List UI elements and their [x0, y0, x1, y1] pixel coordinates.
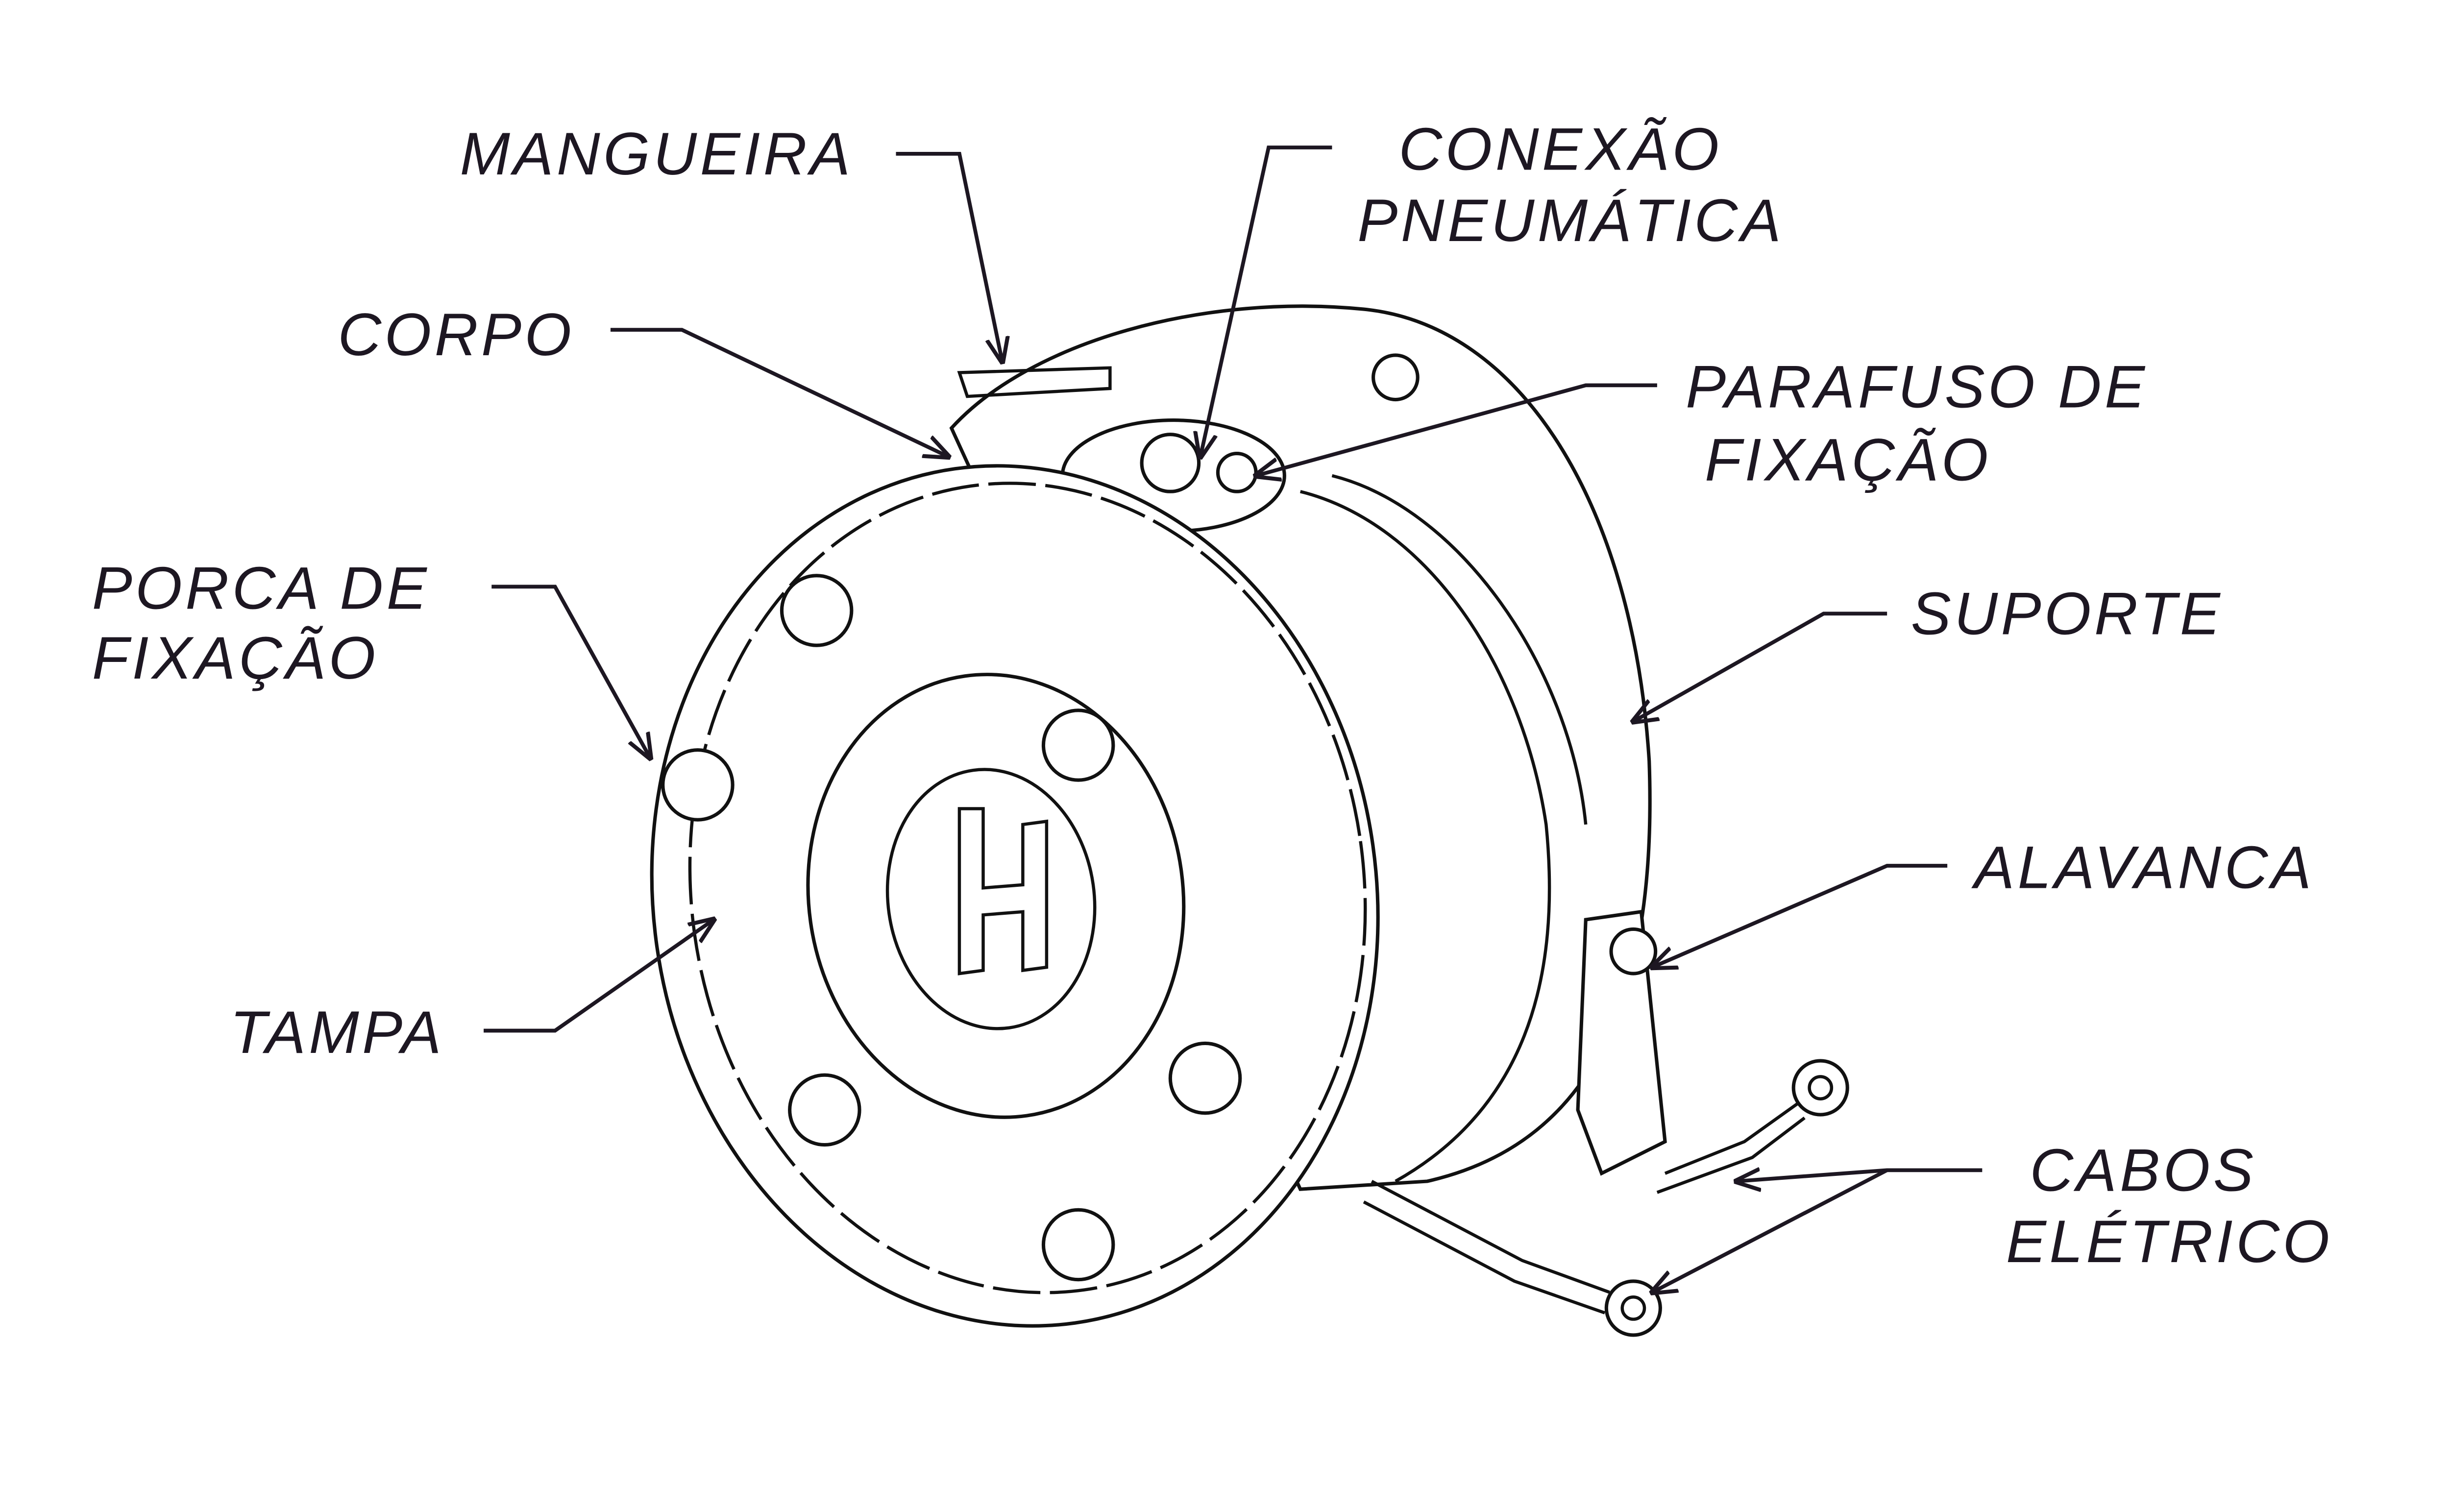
label-mangueira: MANGUEIRA: [460, 121, 854, 188]
label-tampa: TAMPA: [230, 999, 444, 1066]
pneumatic-connection: [1140, 433, 1201, 493]
label-conexao-line2: PNEUMÁTICA: [1357, 187, 1784, 254]
logo-h: [957, 807, 1049, 975]
fixing-screw: [1216, 452, 1258, 493]
diagram-stage: MANGUEIRA CONEXÃO PNEUMÁTICA CORPO PARAF…: [92, 116, 2333, 1337]
leader-lines: [484, 146, 1983, 1293]
label-alavanca: ALAVANCA: [1971, 834, 2314, 901]
fixing-nut: [788, 1073, 861, 1147]
label-conexao-line1: CONEXÃO: [1398, 116, 1722, 183]
label-porca-line2: FIXAÇÃO: [92, 625, 379, 692]
fixing-nut: [661, 748, 735, 822]
label-suporte: SUPORTE: [1911, 580, 2224, 647]
fixing-nut: [1041, 1208, 1115, 1282]
top-bolt: [1372, 353, 1420, 402]
brake-assembly-diagram: MANGUEIRA CONEXÃO PNEUMÁTICA CORPO PARAF…: [92, 116, 2333, 1337]
lever-pivot: [1609, 927, 1658, 975]
lever: [1576, 909, 1667, 1176]
fixing-nut: [1168, 1041, 1242, 1115]
fixing-nut: [780, 574, 854, 647]
label-cabos-line2: ELÉTRICO: [2006, 1208, 2333, 1275]
label-corpo: CORPO: [338, 301, 574, 368]
label-porca-line1: PORCA DE: [92, 555, 430, 622]
label-parafuso-line2: FIXAÇÃO: [1705, 427, 1991, 494]
fixing-nut: [1041, 708, 1115, 782]
label-parafuso-line1: PARAFUSO DE: [1686, 354, 2148, 421]
label-cabos-line1: CABOS: [2030, 1137, 2256, 1204]
hose: [957, 366, 1112, 398]
